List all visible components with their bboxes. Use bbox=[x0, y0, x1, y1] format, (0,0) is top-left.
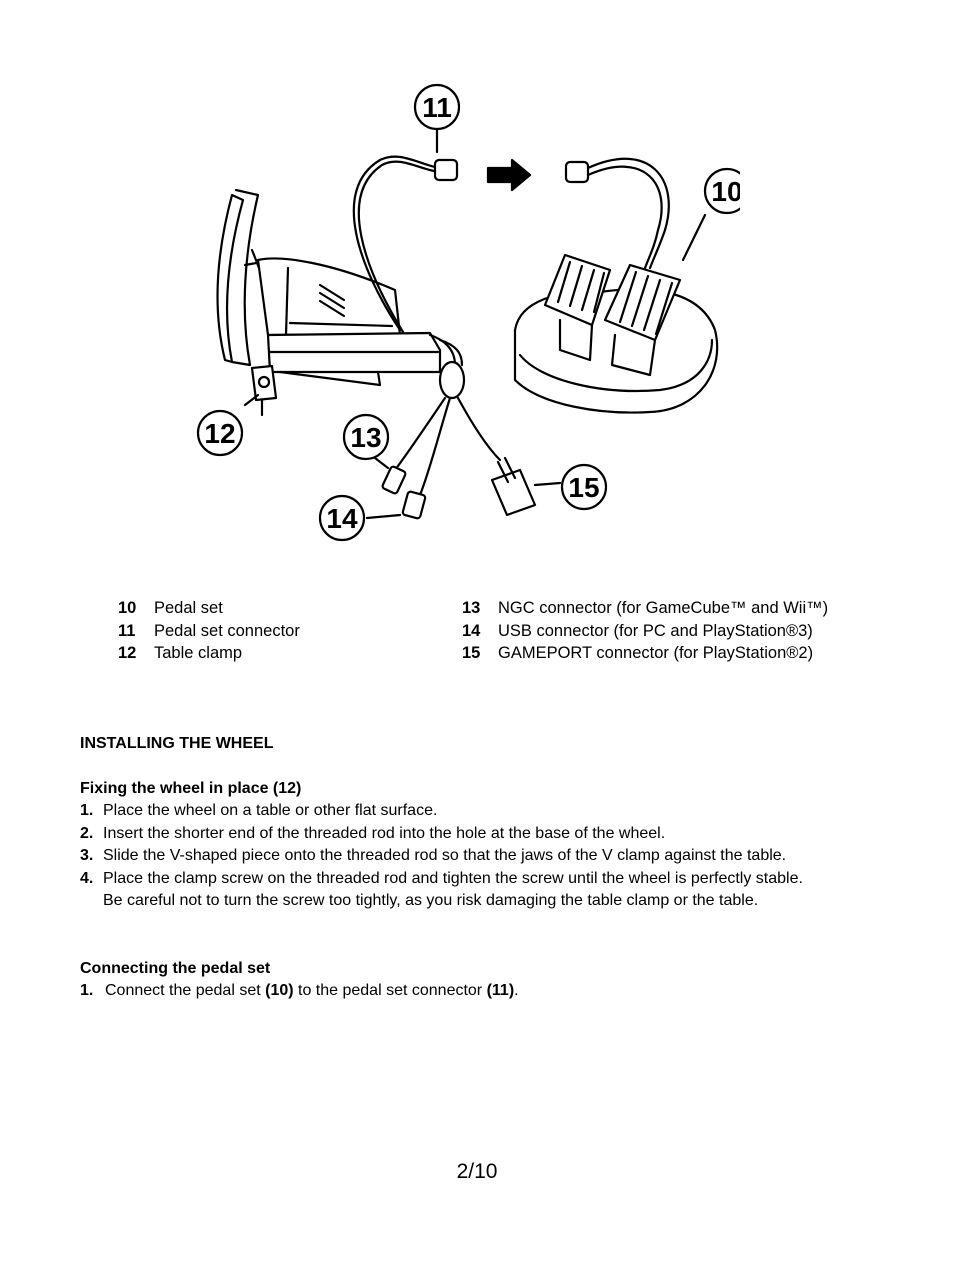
step-item: 2. Insert the shorter end of the threaded… bbox=[80, 823, 840, 846]
ref-pedal-set: (10) bbox=[265, 982, 294, 999]
step-text: to the pedal set connector bbox=[293, 982, 487, 999]
legend-label: Pedal set connector bbox=[154, 621, 300, 640]
step-text: Connect the pedal set bbox=[105, 982, 266, 999]
legend-label: Pedal set bbox=[154, 599, 223, 617]
callout-11: 11 bbox=[422, 92, 452, 123]
step-item: 1. Place the wheel on a table or other fl… bbox=[80, 800, 840, 823]
legend-number: 15 bbox=[462, 644, 481, 662]
callout-15: 15 bbox=[568, 472, 599, 503]
connecting-steps: 1. Connect the pedal set (10) to the peda… bbox=[80, 980, 840, 1003]
ref-pedal-connector: (11) bbox=[486, 982, 515, 999]
legend-number: 12 bbox=[118, 644, 137, 662]
legend-item: 15 GAMEPORT connector (for PlayStation®2) bbox=[462, 642, 828, 665]
legend-label: Table clamp bbox=[154, 644, 243, 662]
step-number: 2. bbox=[80, 824, 94, 842]
step-text: Place the wheel on a table or other flat… bbox=[103, 802, 438, 819]
legend-label: USB connector (for PC and PlayStation®3) bbox=[498, 621, 813, 640]
page-number: 2/10 bbox=[456, 1160, 498, 1183]
step-number: 1. bbox=[80, 982, 94, 999]
callout-13: 13 bbox=[350, 422, 381, 453]
legend-label: GAMEPORT connector (for PlayStation®2) bbox=[498, 644, 814, 662]
step-text: Place the clamp screw on the threaded ro… bbox=[103, 869, 803, 887]
legend-number: 10 bbox=[118, 599, 137, 617]
legend-item: 14 USB connector (for PC and PlayStation®… bbox=[462, 620, 828, 643]
step-text: . bbox=[514, 982, 519, 999]
step-text-continued: Be careful not to turn the screw too tig… bbox=[103, 892, 759, 909]
step-number: 4. bbox=[80, 869, 94, 887]
legend-item: 13 NGC connector (for GameCube™ and Wii™) bbox=[462, 597, 828, 620]
step-item: 1. Connect the pedal set (10) to the peda… bbox=[80, 980, 840, 1003]
legend-left-column: 10 Pedal set 11 Pedal set connector 12 Tabl… bbox=[118, 597, 300, 665]
step-item: 3. Slide the V-shaped piece onto the thre… bbox=[80, 845, 840, 868]
callout-10: 10 bbox=[711, 176, 740, 207]
step-item: 4. Place the clamp screw on the threaded … bbox=[80, 868, 840, 913]
fixing-title: Fixing the wheel in place (12) bbox=[80, 780, 302, 797]
fixing-steps: 1. Place the wheel on a table or other fl… bbox=[80, 800, 840, 913]
step-text: Insert the shorter end of the threaded r… bbox=[103, 824, 666, 842]
legend-item: 11 Pedal set connector bbox=[118, 620, 300, 643]
legend-right-column: 13 NGC connector (for GameCube™ and Wii™)… bbox=[462, 597, 828, 665]
legend-item: 10 Pedal set bbox=[118, 597, 300, 620]
section-title: INSTALLING THE WHEEL bbox=[80, 735, 274, 752]
legend-number: 11 bbox=[118, 621, 136, 640]
legend-item: 12 Table clamp bbox=[118, 642, 300, 665]
wheel-and-pedals-illustration: 11 10 12 13 14 15 bbox=[196, 83, 740, 542]
connecting-title: Connecting the pedal set bbox=[80, 960, 271, 977]
callout-12: 12 bbox=[204, 418, 235, 449]
legend-number: 13 bbox=[462, 599, 481, 617]
step-number: 1. bbox=[80, 802, 94, 819]
step-number: 3. bbox=[80, 847, 94, 864]
step-text: Slide the V-shaped piece onto the thread… bbox=[103, 847, 787, 864]
legend-number: 14 bbox=[462, 621, 481, 640]
callout-14: 14 bbox=[326, 503, 358, 534]
legend-label: NGC connector (for GameCube™ and Wii™) bbox=[498, 599, 829, 617]
